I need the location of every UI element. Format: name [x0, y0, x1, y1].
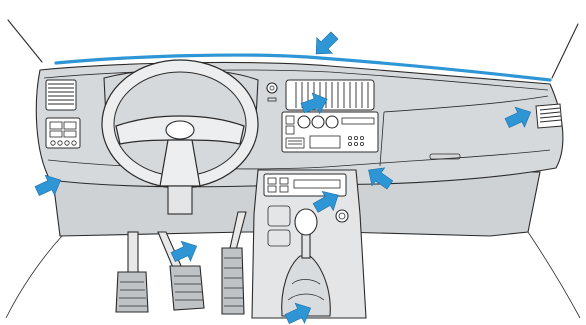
arrow-icon — [504, 106, 532, 129]
arrow-icon — [34, 174, 62, 197]
accelerator-pedal — [221, 211, 247, 315]
left-a-pillar — [7, 19, 43, 63]
console-storage — [267, 205, 291, 247]
right-air-vent — [535, 103, 563, 129]
floor-left-line — [5, 235, 63, 319]
arrow-icon — [315, 31, 339, 55]
radio-unit — [263, 173, 347, 197]
arrow-icon — [312, 191, 339, 213]
arrow-icon — [170, 240, 198, 263]
left-switch-panel — [45, 117, 81, 149]
clutch-pedal — [115, 231, 149, 313]
steering-wheel — [101, 59, 259, 189]
brake-pedal — [157, 231, 205, 311]
left-air-vent — [45, 79, 77, 111]
arrow-icon — [300, 92, 328, 115]
dash-contour-upper — [43, 69, 549, 91]
gear-shift — [281, 208, 331, 317]
steering-column — [167, 185, 193, 215]
console-switch — [335, 209, 349, 223]
windshield-seal-highlight — [54, 53, 552, 82]
dash-knob — [266, 82, 278, 102]
right-a-pillar — [551, 23, 579, 79]
climate-controls — [281, 111, 379, 153]
center-air-vent — [285, 79, 375, 111]
floor-right-line — [527, 231, 581, 319]
arrow-icon — [284, 302, 312, 325]
glove-box — [379, 95, 549, 167]
arrow-icon — [368, 167, 394, 190]
